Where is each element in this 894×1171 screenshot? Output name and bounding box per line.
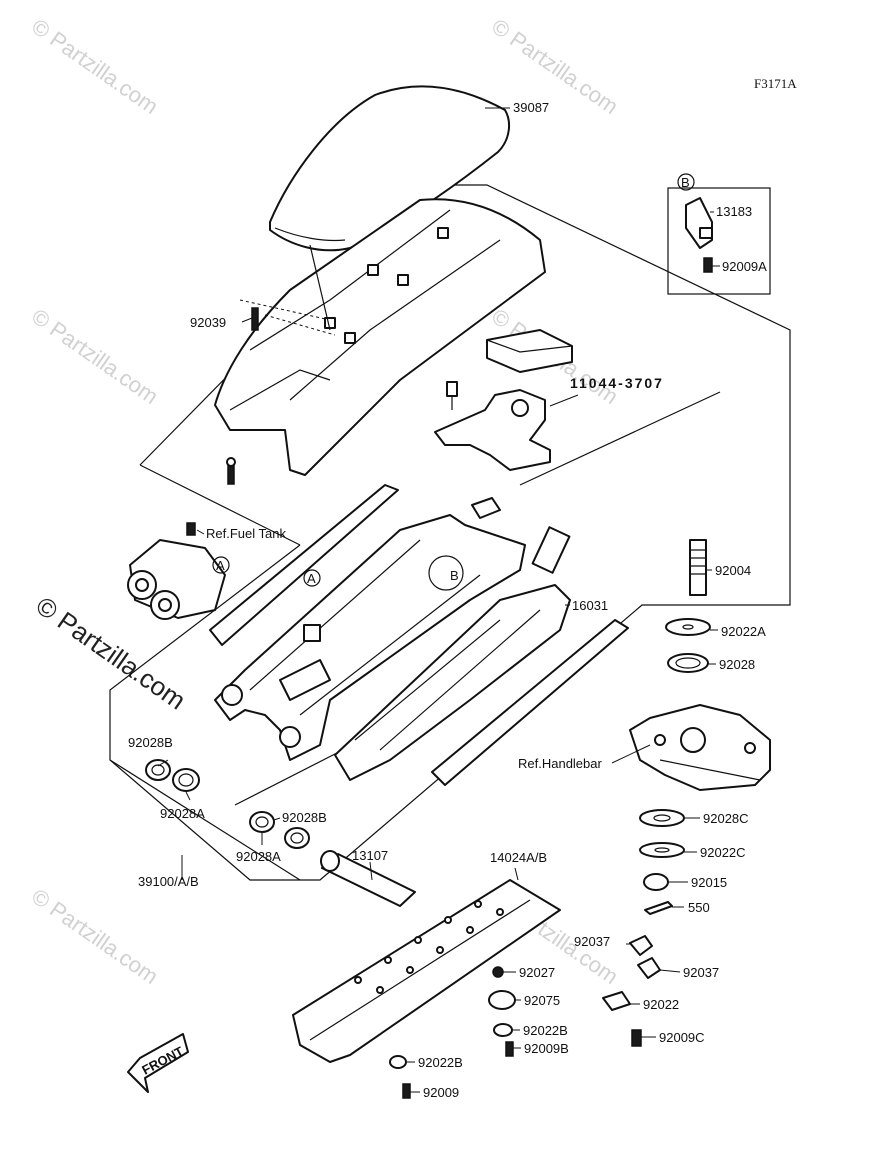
label-11044-3707: 11044-3707 [570, 375, 664, 391]
bolt-92009C [631, 1029, 642, 1047]
callout-a-label: A [216, 558, 225, 573]
label-92022B-a: 92022B [523, 1023, 568, 1038]
side-rail-left [209, 484, 399, 646]
clamp-92037-a [629, 935, 653, 956]
seal-92028C [639, 809, 685, 827]
label-16031: 16031 [572, 598, 608, 613]
label-92022C: 92022C [700, 845, 746, 860]
inset-13183: B [667, 173, 771, 295]
bushing-92028B-left [145, 759, 171, 781]
bolt-92009B [505, 1041, 514, 1057]
label-39100: 39100/A/B [138, 874, 199, 889]
watermark-text: © Partzilla.com [27, 304, 163, 410]
pin-550 [644, 901, 673, 915]
nut-92022B-a [493, 1023, 513, 1037]
slide-16031 [334, 584, 571, 781]
label-92037-b: 92037 [683, 965, 719, 980]
part-labels: 39087 13183 92009A 92039 11044-3707 Ref.… [128, 100, 767, 1100]
label-550: 550 [688, 900, 710, 915]
pad-top [486, 329, 573, 373]
watermark-text: © Partzilla.com [487, 14, 623, 120]
label-92009B: 92009B [524, 1041, 569, 1056]
label-92028: 92028 [719, 657, 755, 672]
label-92009A: 92009A [722, 259, 767, 274]
side-rail-right [431, 619, 629, 786]
label-13183: 13183 [716, 204, 752, 219]
handlebar-mount [629, 704, 771, 791]
label-14024: 14024A/B [490, 850, 547, 865]
bolt-92009 [402, 1083, 411, 1099]
nut-92015 [643, 873, 669, 891]
label-92039: 92039 [190, 315, 226, 330]
label-92028B-right: 92028B [282, 810, 327, 825]
leader-lines [157, 107, 720, 1093]
label-92009C: 92009C [659, 1030, 705, 1045]
label-92037-a: 92037 [574, 934, 610, 949]
label-ref-handlebar: Ref.Handlebar [518, 756, 602, 771]
label-92027: 92027 [519, 965, 555, 980]
bushing-92028B-right [249, 811, 275, 833]
label-92022: 92022 [643, 997, 679, 1012]
shaft-13107 [320, 850, 416, 907]
watermark-text: © Partzilla.com [27, 884, 163, 990]
rivet-92039 [226, 307, 259, 485]
bolt-92004 [689, 539, 707, 596]
label-92075: 92075 [524, 993, 560, 1008]
label-ref-fuel-tank: Ref.Fuel Tank [206, 526, 286, 541]
bracket-11044 [434, 381, 551, 471]
callout-b-label: B [681, 175, 690, 190]
label-92009: 92009 [423, 1085, 459, 1100]
label-92028B-left: 92028B [128, 735, 173, 750]
label-92028A-right: 92028A [236, 849, 281, 864]
label-92022A: 92022A [721, 624, 766, 639]
label-92028A-left: 92028A [160, 806, 205, 821]
label-92028C: 92028C [703, 811, 749, 826]
label-92004: 92004 [715, 563, 751, 578]
figure-code: F3171A [754, 76, 797, 91]
ski-14024 [292, 879, 561, 1063]
callout-b-frame-label: B [450, 568, 459, 583]
callout-a-frame-label: A [307, 571, 316, 586]
fuel-tank-bracket: A [127, 522, 230, 620]
washer-92022A [665, 618, 711, 636]
seat-base [214, 198, 546, 476]
label-13107: 13107 [352, 848, 388, 863]
clamp-92037-b [637, 957, 661, 979]
bushing-92028A-left [172, 768, 200, 792]
frame: B A [214, 497, 571, 761]
washer-92022C [639, 842, 685, 858]
label-39087: 39087 [513, 100, 549, 115]
front-arrow: FRONT [127, 1033, 189, 1093]
label-92015: 92015 [691, 875, 727, 890]
bushing-92028A-right [284, 827, 310, 849]
label-92022B-b: 92022B [418, 1055, 463, 1070]
clamp-92022 [602, 991, 631, 1011]
nut-92022B-b [389, 1055, 407, 1069]
seal-92028 [667, 653, 709, 673]
washer-92027 [492, 966, 504, 978]
spacer-92075 [488, 990, 516, 1010]
seat-39087 [269, 85, 511, 252]
watermark-text: © Partzilla.com [27, 14, 163, 120]
